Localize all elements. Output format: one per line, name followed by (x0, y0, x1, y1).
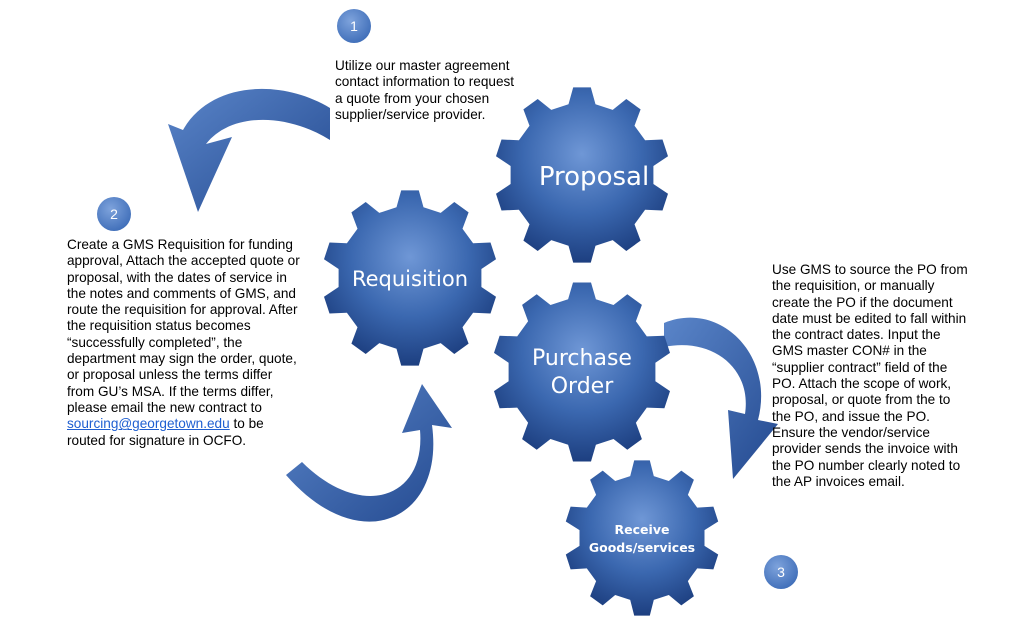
gear-proposal: Proposal (496, 87, 668, 263)
step-2-badge: 2 (97, 197, 131, 231)
gear-purchase-order-label-line2: Order (551, 374, 614, 399)
gear-requisition-label: Requisition (352, 267, 468, 291)
step-2-text-after: to be routed for signature in OCFO. (67, 416, 264, 448)
arrow-receive-to-requisition (286, 384, 452, 522)
gear-receive-label-line2: Goods/services (589, 540, 695, 555)
gear-requisition: Requisition (324, 190, 496, 366)
step-3-badge: 3 (764, 555, 798, 589)
step-2-text-before: Create a GMS Requisition for funding app… (67, 237, 300, 415)
sourcing-email-link[interactable]: sourcing@georgetown.edu (67, 416, 230, 432)
gear-proposal-label: Proposal (539, 162, 649, 192)
step-3-description: Use GMS to source the PO from the requis… (772, 262, 968, 489)
step-2-number: 2 (110, 206, 118, 222)
arrow-po-to-receive (664, 317, 778, 479)
arrow-proposal-to-requisition (168, 88, 330, 212)
gear-purchase-order: Purchase Order (494, 282, 670, 462)
step-2-description: Create a GMS Requisition for funding app… (67, 237, 303, 449)
step-3-number: 3 (777, 564, 785, 580)
gear-receive-label-line1: Receive (615, 522, 670, 537)
gear-purchase-order-label-line1: Purchase (532, 346, 632, 371)
step-1-description: Utilize our master agreement contact inf… (335, 58, 515, 122)
step-1-number: 1 (350, 18, 358, 34)
gear-receive: Receive Goods/services (565, 460, 719, 616)
step-1-badge: 1 (337, 9, 371, 43)
